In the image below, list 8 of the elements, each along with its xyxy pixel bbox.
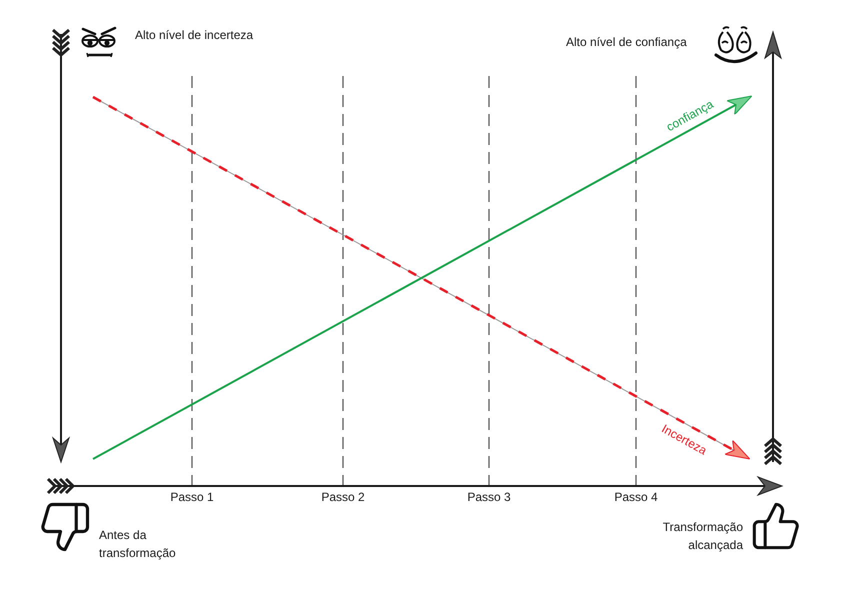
axis-end-label: Alto nível de incerteza [135,28,254,43]
step-label: Passo 1 [170,490,214,505]
step-label: Passo 2 [321,490,365,505]
axis-end-label: Alto nível de confiança [566,35,687,50]
axis-end-label: Antes da transformação [99,527,177,562]
axis-end-label: Transformação alcançada [662,519,743,554]
step-label: Passo 3 [467,490,511,505]
step-label: Passo 4 [614,490,658,505]
